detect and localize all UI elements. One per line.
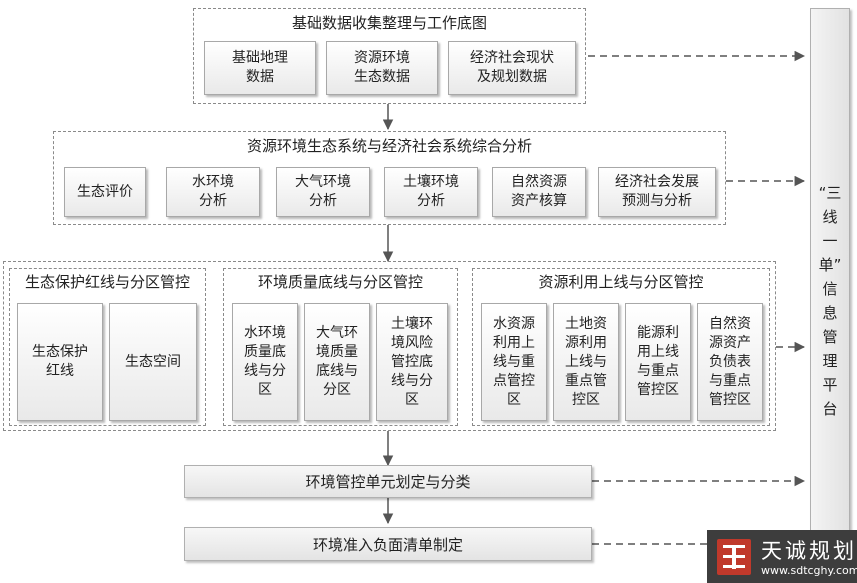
analysis-group-title: 资源环境生态系统与经济社会系统综合分析 — [246, 137, 532, 155]
box-soil-risk: 土壤环境风险管控底线与分区 — [376, 303, 448, 421]
quality-group-title: 环境质量底线与分区管控 — [257, 273, 423, 291]
resource-group: 资源利用上线与分区管控 水资源利用上线与重点管控区 土地资源利用上线与重点管控区… — [472, 268, 770, 426]
box-economic-forecast: 经济社会发展预测与分析 — [598, 167, 716, 217]
box-land-resource: 土地资源利用上线与重点管控区 — [553, 303, 619, 421]
box-eco-space: 生态空间 — [109, 303, 197, 421]
box-natural-balance: 自然资源资产负债表与重点管控区 — [697, 303, 763, 421]
quality-group: 环境质量底线与分区管控 水环境质量底线与分区 大气环境质量底线与分区 土壤环境风… — [223, 268, 458, 426]
logo-mark-icon — [717, 539, 751, 575]
red-line-group-title: 生态保护红线与分区管控 — [24, 273, 190, 291]
box-eco-eval: 生态评价 — [64, 167, 146, 217]
top-group: 基础数据收集整理与工作底图 基础地理数据 资源环境生态数据 经济社会现状及规划数… — [193, 8, 586, 104]
box-air-env: 大气环境分析 — [276, 167, 370, 217]
box-energy-resource: 能源利用上线与重点管控区 — [625, 303, 691, 421]
box-economic-status: 经济社会现状及规划数据 — [448, 41, 576, 95]
analysis-group: 资源环境生态系统与经济社会系统综合分析 生态评价 水环境分析 大气环境分析 土壤… — [53, 131, 726, 225]
box-resource-env: 资源环境生态数据 — [326, 41, 438, 95]
box-basic-geo: 基础地理数据 — [204, 41, 316, 95]
unit-division-box: 环境管控单元划定与分类 — [184, 465, 592, 498]
watermark-logo: 天诚规划 www.sdtcghy.com — [707, 530, 857, 583]
box-water-env: 水环境分析 — [166, 167, 260, 217]
box-eco-red-line: 生态保护红线 — [17, 303, 103, 421]
box-water-resource: 水资源利用上线与重点管控区 — [481, 303, 547, 421]
box-natural-assets: 自然资源资产核算 — [492, 167, 586, 217]
red-line-group: 生态保护红线与分区管控 生态保护红线 生态空间 — [9, 268, 206, 426]
info-platform-label: “三 线 一 单” 信 息 管 理 平 台 — [818, 184, 842, 418]
box-water-quality: 水环境质量底线与分区 — [232, 303, 298, 421]
info-platform: “三 线 一 单” 信 息 管 理 平 台 — [810, 8, 850, 561]
watermark-name: 天诚规划 — [761, 539, 857, 563]
watermark-url: www.sdtcghy.com — [761, 564, 857, 577]
top-group-title: 基础数据收集整理与工作底图 — [291, 14, 487, 32]
negative-list-box: 环境准入负面清单制定 — [184, 527, 592, 561]
control-zones-group — [3, 261, 776, 431]
box-soil-env: 土壤环境分析 — [384, 167, 478, 217]
box-air-quality: 大气环境质量底线与分区 — [304, 303, 370, 421]
resource-group-title: 资源利用上线与分区管控 — [538, 273, 704, 291]
